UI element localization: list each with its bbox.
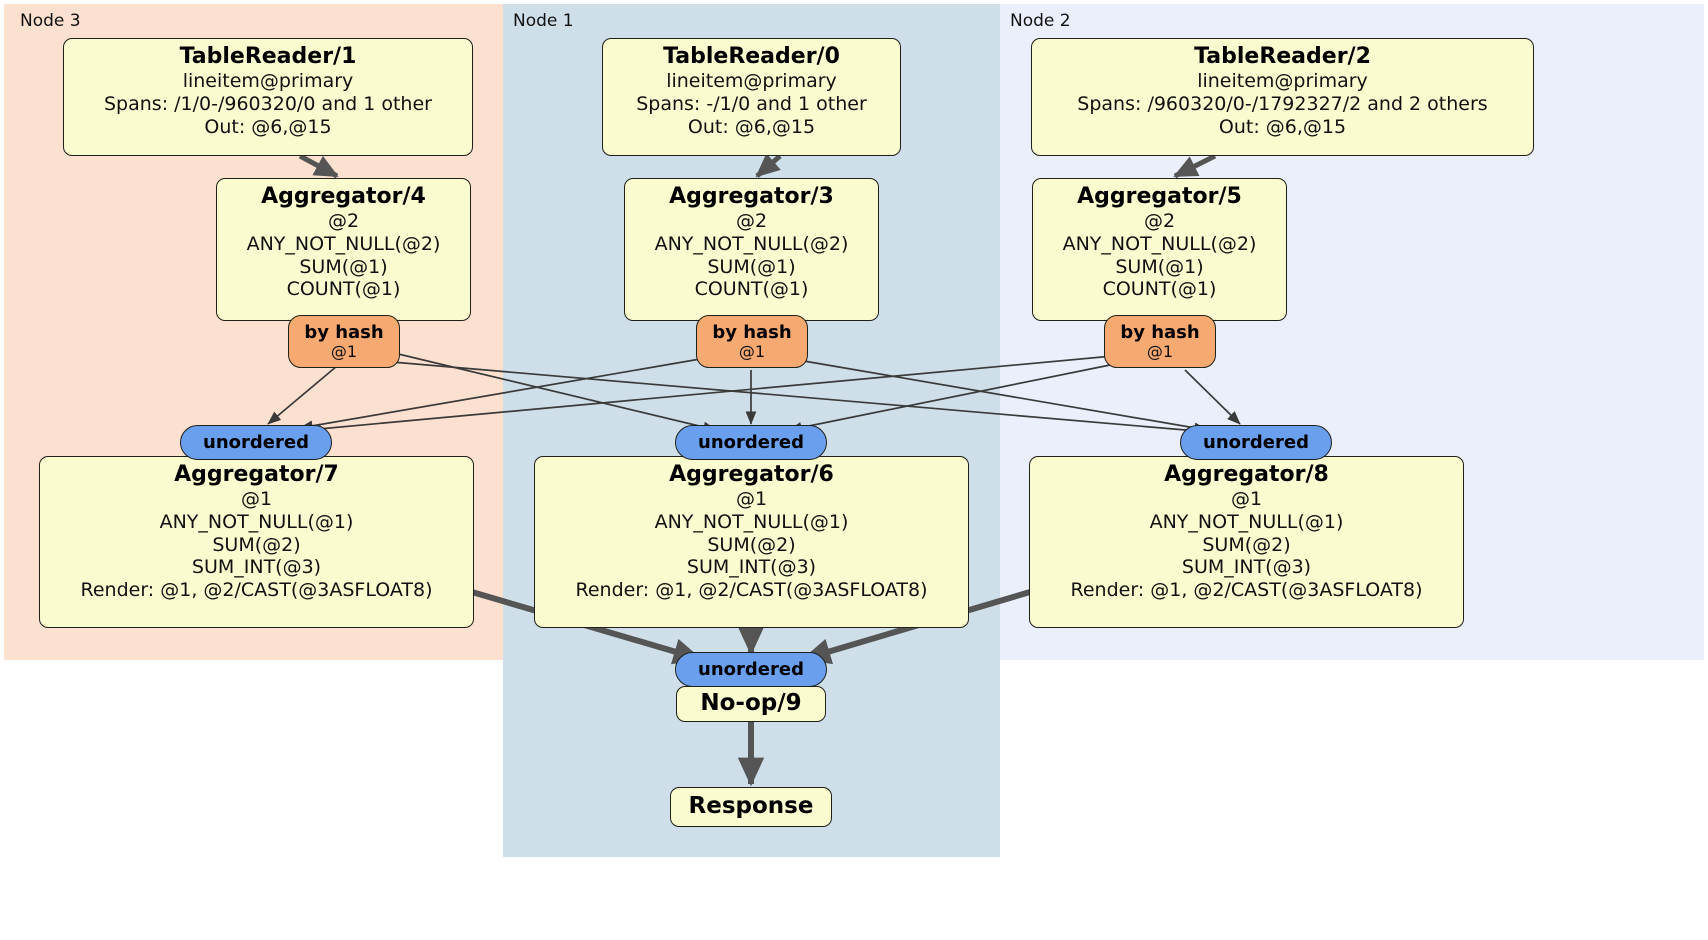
router-type-label: by hash [712,321,792,343]
processor-detail: ANY_NOT_NULL(@2) [246,232,441,255]
sync-type-label: unordered [1203,431,1309,453]
processor-tablereader-1[interactable]: TableReader/1 lineitem@primary Spans: /1… [63,38,473,156]
processor-detail: SUM(@1) [1115,255,1204,278]
processor-detail: COUNT(@1) [286,278,401,301]
processor-tablereader-2[interactable]: TableReader/2 lineitem@primary Spans: /9… [1031,38,1534,156]
processor-detail: SUM(@2) [707,533,796,556]
processor-aggregator-3[interactable]: Aggregator/3 @2 ANY_NOT_NULL(@2) SUM(@1)… [624,178,879,321]
processor-detail: Out: @6,@15 [1218,115,1347,138]
processor-title: TableReader/0 [663,44,840,69]
processor-title: Aggregator/7 [174,462,339,487]
processor-detail: COUNT(@1) [1102,278,1217,301]
processor-tablereader-0[interactable]: TableReader/0 lineitem@primary Spans: -/… [602,38,901,156]
processor-detail: SUM_INT(@3) [686,556,817,579]
processor-detail: Render: @1, @2/CAST(@3ASFLOAT8) [80,579,433,602]
output-router-by-hash-center[interactable]: by hash @1 [696,315,808,368]
processor-detail: ANY_NOT_NULL(@2) [654,232,849,255]
processor-detail: lineitem@primary [182,69,354,92]
sync-type-label: unordered [698,431,804,453]
processor-detail: @1 [240,487,273,510]
processor-aggregator-7[interactable]: Aggregator/7 @1 ANY_NOT_NULL(@1) SUM(@2)… [39,456,474,628]
processor-title: Aggregator/4 [261,184,426,209]
processor-detail: SUM_INT(@3) [191,556,322,579]
processor-detail: SUM(@1) [707,255,796,278]
processor-aggregator-6[interactable]: Aggregator/6 @1 ANY_NOT_NULL(@1) SUM(@2)… [534,456,969,628]
processor-detail: Out: @6,@15 [204,115,332,138]
node-region-label-node1: Node 1 [513,11,574,31]
processor-detail: SUM_INT(@3) [1181,556,1312,579]
router-column-label: @1 [738,341,766,361]
router-column-label: @1 [1146,341,1174,361]
router-column-label: @1 [330,341,358,361]
processor-detail: @2 [327,209,360,232]
processor-detail: Render: @1, @2/CAST(@3ASFLOAT8) [575,579,928,602]
processor-title: Aggregator/6 [669,462,834,487]
sync-type-label: unordered [203,431,309,453]
processor-aggregator-8[interactable]: Aggregator/8 @1 ANY_NOT_NULL(@1) SUM(@2)… [1029,456,1464,628]
processor-detail: Spans: -/1/0 and 1 other [636,92,867,115]
processor-detail: lineitem@primary [1197,69,1368,92]
processor-detail: @1 [1230,487,1263,510]
node-region-label-node3: Node 3 [20,11,81,31]
processor-title: TableReader/1 [179,44,357,69]
input-sync-unordered-right[interactable]: unordered [1180,425,1332,460]
processor-detail: Spans: /960320/0-/1792327/2 and 2 others [1077,92,1488,115]
processor-detail: ANY_NOT_NULL(@2) [1062,232,1257,255]
input-sync-unordered-final[interactable]: unordered [675,652,827,687]
processor-title: Response [688,793,814,820]
processor-detail: SUM(@1) [299,255,388,278]
processor-detail: ANY_NOT_NULL(@1) [1149,510,1344,533]
processor-detail: @2 [1143,209,1176,232]
router-type-label: by hash [1120,321,1200,343]
processor-detail: COUNT(@1) [694,278,809,301]
processor-aggregator-4[interactable]: Aggregator/4 @2 ANY_NOT_NULL(@2) SUM(@1)… [216,178,471,321]
output-router-by-hash-right[interactable]: by hash @1 [1104,315,1216,368]
processor-detail: ANY_NOT_NULL(@1) [159,510,354,533]
processor-title: Aggregator/5 [1077,184,1242,209]
processor-detail: Out: @6,@15 [687,115,816,138]
router-type-label: by hash [304,321,384,343]
processor-detail: lineitem@primary [666,69,837,92]
processor-detail: SUM(@2) [1202,533,1291,556]
processor-title: Aggregator/8 [1164,462,1329,487]
processor-detail: SUM(@2) [212,533,301,556]
processor-title: Aggregator/3 [669,184,834,209]
processor-detail: @1 [735,487,768,510]
processor-detail: Render: @1, @2/CAST(@3ASFLOAT8) [1070,579,1423,602]
processor-aggregator-5[interactable]: Aggregator/5 @2 ANY_NOT_NULL(@2) SUM(@1)… [1032,178,1287,321]
sync-type-label: unordered [698,658,804,680]
processor-title: No-op/9 [700,690,802,717]
input-sync-unordered-left[interactable]: unordered [180,425,332,460]
processor-detail: @2 [735,209,768,232]
processor-detail: ANY_NOT_NULL(@1) [654,510,849,533]
output-router-by-hash-left[interactable]: by hash @1 [288,315,400,368]
processor-response[interactable]: Response [670,787,832,827]
input-sync-unordered-center[interactable]: unordered [675,425,827,460]
node-region-label-node2: Node 2 [1010,11,1071,31]
processor-detail: Spans: /1/0-/960320/0 and 1 other [104,92,432,115]
processor-title: TableReader/2 [1194,44,1371,69]
processor-noop-9[interactable]: No-op/9 [676,686,826,722]
